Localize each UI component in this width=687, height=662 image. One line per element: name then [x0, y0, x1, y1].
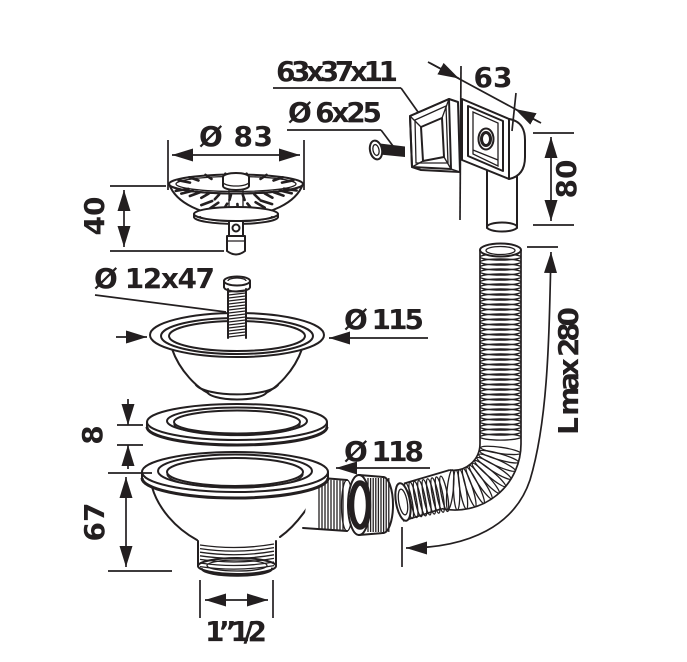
stud-bolt: [223, 275, 251, 339]
dim-outlet-thread: 1”1/2: [199, 580, 274, 648]
nut-opening: [348, 480, 372, 530]
dim-overflow-width: 63: [427, 61, 542, 221]
dim-overflow-tube-length-label: 80: [550, 160, 583, 199]
overflow-hole: [477, 127, 495, 151]
dim-overflow-cover: 63x37x11: [273, 55, 419, 113]
dim-body-diameter-label: Ø 118: [344, 435, 424, 468]
dim-basket-height-label: 40: [78, 197, 111, 236]
dim-overflow-cover-label: 63x37x11: [276, 55, 398, 88]
dim-hose-max-length-label: L max 280: [552, 307, 585, 435]
bolt-threads: [228, 289, 246, 338]
dim-outlet-thread-label: 1”1/2: [205, 615, 267, 648]
dimensions: Ø 83 40 Ø 12x47 Ø 115 8: [76, 55, 585, 648]
body-top-ring: [140, 451, 330, 500]
dim-stud-label: Ø 12x47: [94, 262, 215, 295]
dim-basket-height: 40: [78, 185, 224, 252]
dim-flange-diameter-label: Ø 115: [344, 303, 424, 336]
dim-basket-diameter-label: Ø 83: [199, 120, 273, 153]
coupling-nut: [347, 474, 394, 536]
dim-stud: Ø 12x47: [94, 262, 227, 313]
basket-knob: [222, 172, 250, 191]
dim-overflow-screw: Ø 6x25: [287, 96, 394, 147]
dim-hose-max-length: L max 280: [401, 246, 585, 567]
dim-gasket-thickness: 8: [76, 399, 143, 469]
dim-gasket-thickness-label: 8: [76, 425, 109, 444]
overflow-assembly: [368, 98, 526, 233]
gasket: [145, 403, 329, 447]
overflow-screw: [368, 139, 405, 161]
dim-overflow-width-label: 63: [474, 61, 513, 94]
dim-body-diameter: Ø 118: [336, 435, 430, 475]
dim-body-height: 67: [78, 472, 172, 572]
dim-overflow-tube-length: 80: [533, 132, 583, 226]
strainer-basket: [168, 172, 304, 256]
dim-overflow-screw-label: Ø 6x25: [288, 96, 382, 129]
basket-pin: [228, 220, 244, 237]
flexible-hose: [394, 242, 522, 522]
dim-basket-diameter: Ø 83: [167, 120, 305, 190]
dim-body-height-label: 67: [78, 503, 111, 542]
side-outlet-threads: [318, 479, 344, 530]
